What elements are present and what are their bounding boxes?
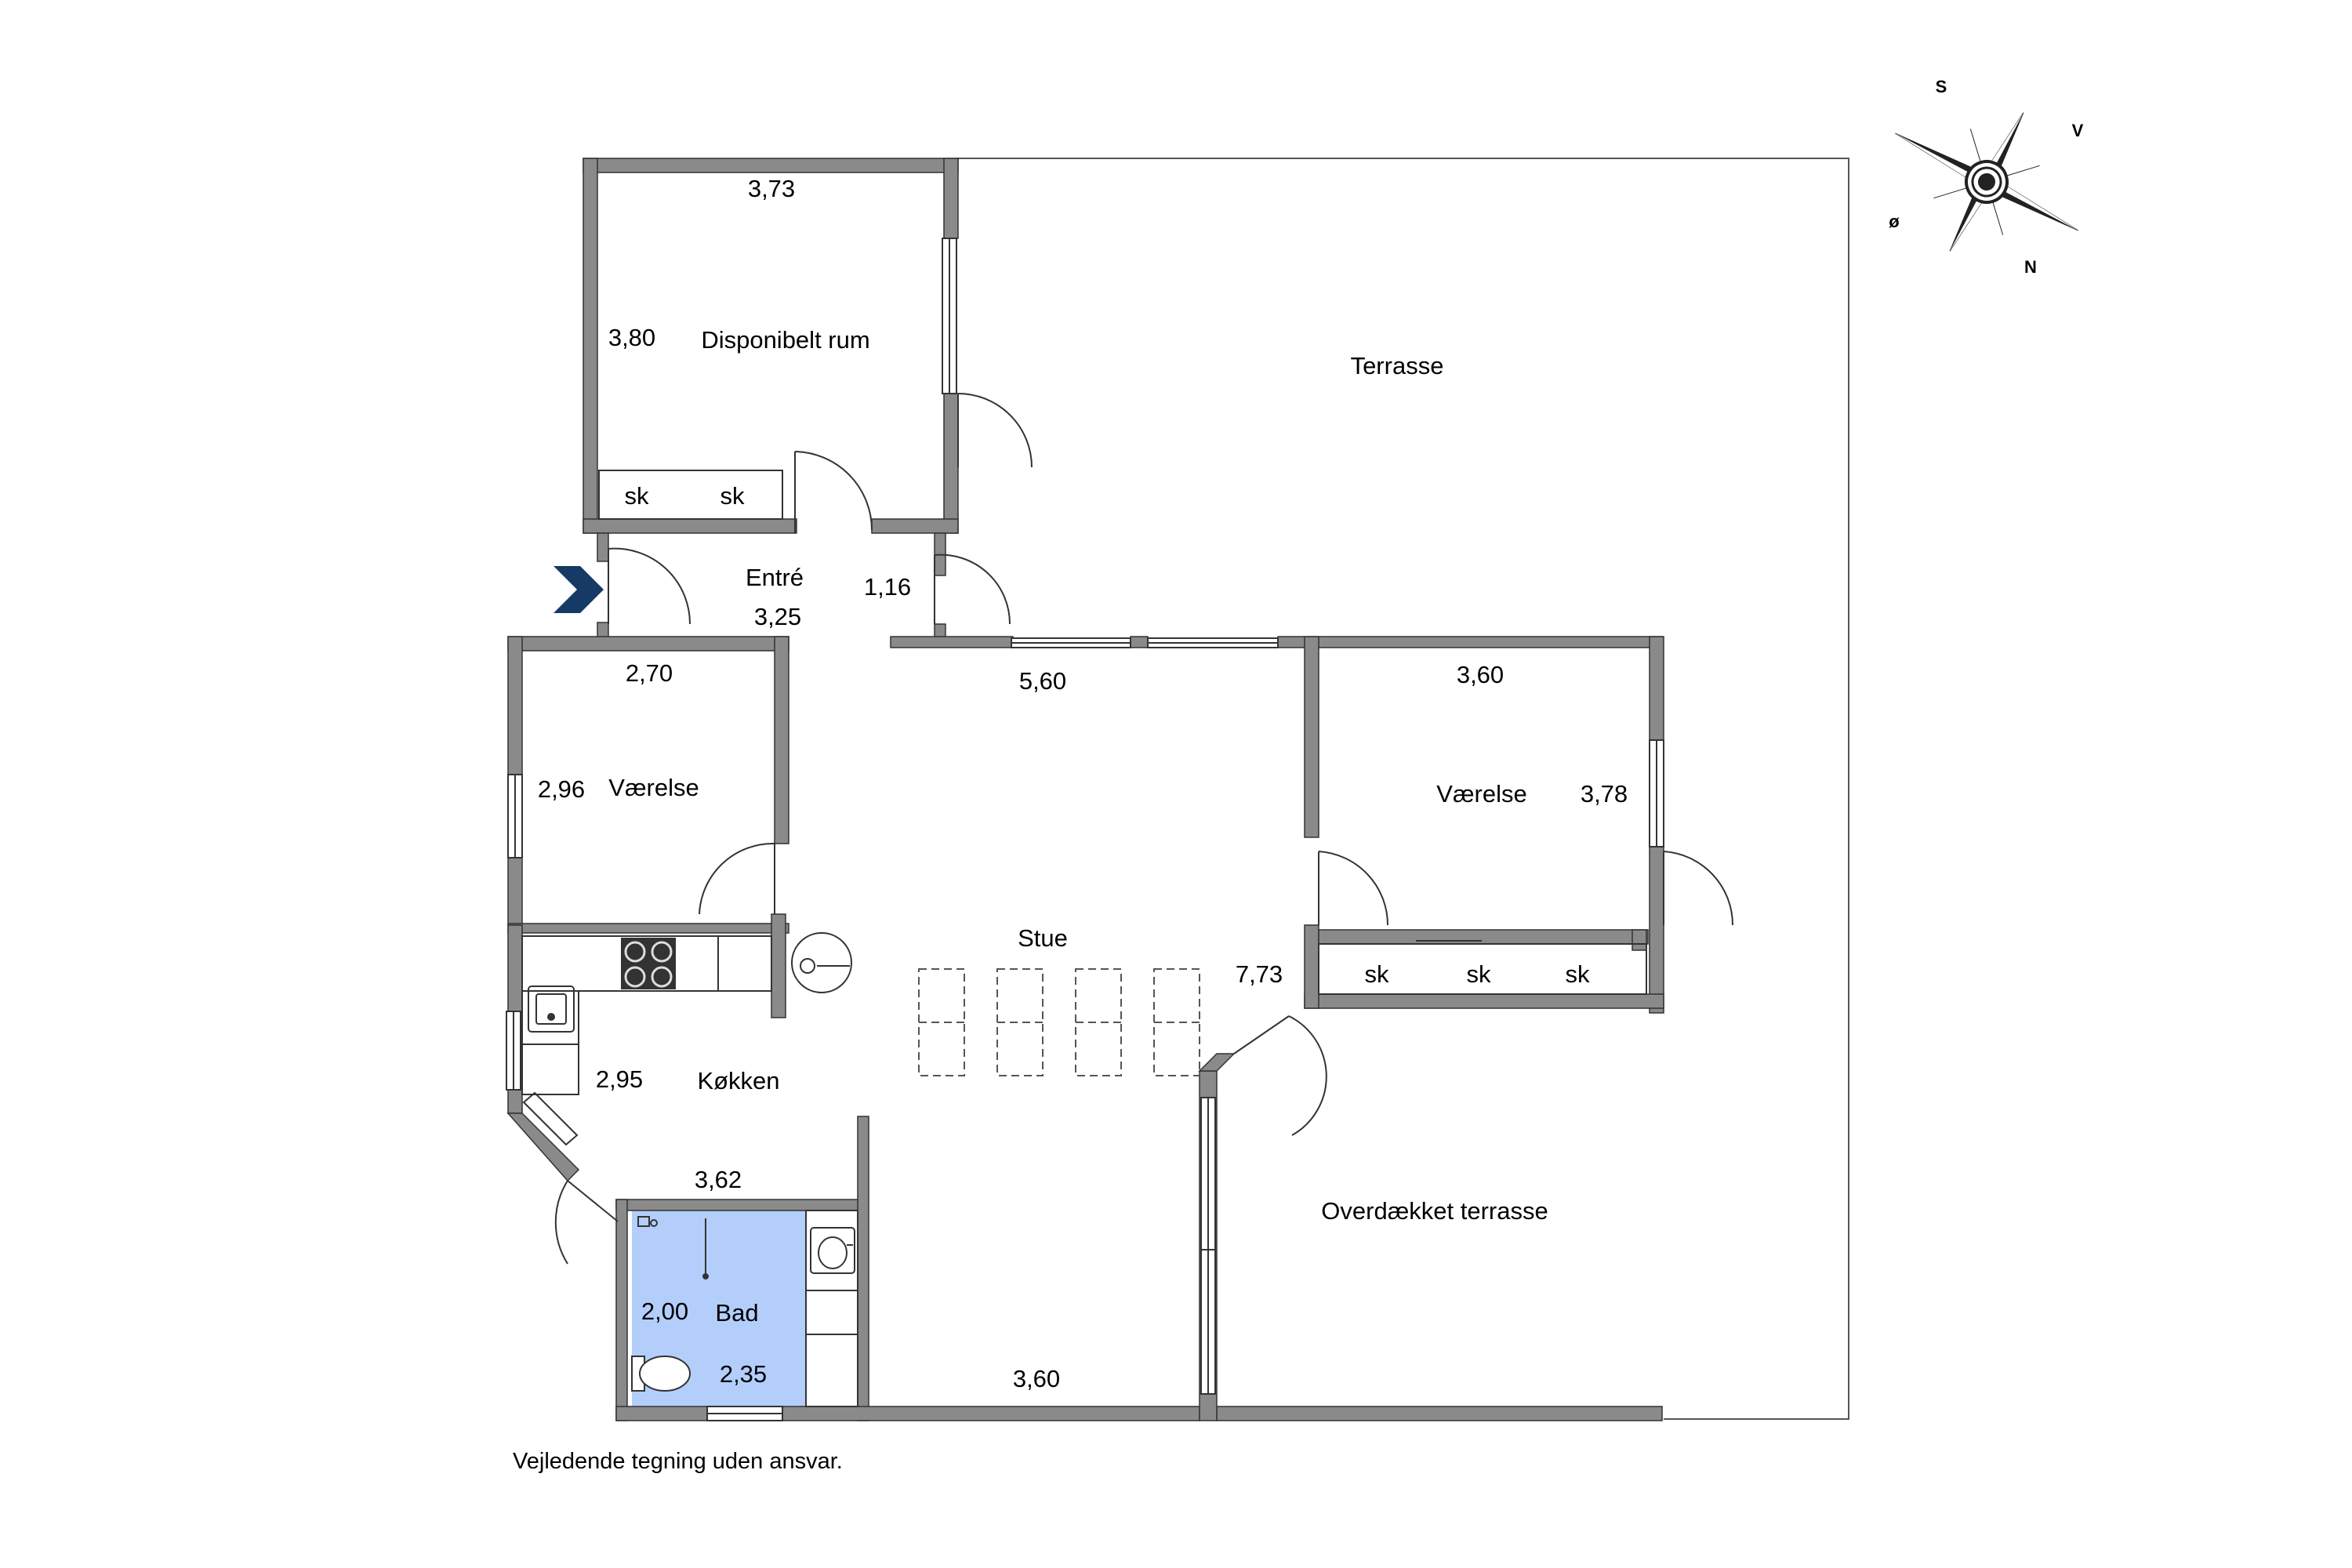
- dim-vaerelse-right-depth: 3,78: [1581, 780, 1628, 808]
- dim-stue-width-top: 5,60: [1019, 667, 1066, 695]
- dim-vaerelse-left-depth: 2,96: [538, 775, 585, 803]
- closet-label: sk: [720, 482, 746, 510]
- dim-entre-b: 1,16: [864, 573, 911, 601]
- dim-entre-a: 3,25: [754, 603, 801, 630]
- room-label-vaerelse-right: Værelse: [1436, 780, 1526, 808]
- dim-disponibelt-width: 3,73: [748, 175, 795, 202]
- dim-bad-depth: 2,00: [641, 1298, 688, 1325]
- compass-label-n: N: [2024, 257, 2037, 277]
- toilet-icon: [631, 1356, 691, 1392]
- room-label-disponibelt: Disponibelt rum: [701, 326, 869, 354]
- room-label-vaerelse-left: Værelse: [608, 774, 699, 801]
- closet-label: sk: [625, 482, 650, 510]
- kitchen-counter: [521, 935, 772, 1095]
- dim-koekken-depth: 2,95: [596, 1065, 643, 1093]
- fridge-icon: [791, 932, 852, 993]
- dim-stue-width-bottom: 3,60: [1013, 1365, 1060, 1392]
- compass-rose-icon: [1895, 112, 2078, 252]
- room-label-bad: Bad: [715, 1299, 758, 1327]
- shower-icon: [637, 1216, 709, 1279]
- entrance-arrow-icon: [554, 566, 604, 613]
- disclaimer-text: Vejledende tegning uden ansvar.: [513, 1449, 843, 1474]
- dim-koekken-width: 3,62: [695, 1166, 742, 1193]
- windows: [506, 238, 1664, 1421]
- room-label-overdaekket: Overdækket terrasse: [1321, 1197, 1548, 1225]
- closet-label: sk: [1566, 960, 1591, 988]
- dim-stue-depth: 7,73: [1236, 960, 1283, 988]
- room-label-stue: Stue: [1018, 924, 1068, 952]
- kitchen-sink-icon: [528, 985, 575, 1033]
- compass-label-oe: ø: [1889, 212, 1900, 231]
- dim-vaerelse-right-width: 3,60: [1457, 661, 1504, 688]
- dim-disponibelt-depth: 3,80: [608, 324, 655, 351]
- room-label-entre: Entré: [746, 564, 804, 591]
- terrace-outline: [956, 158, 1849, 1420]
- compass-label-s: S: [1936, 77, 1947, 96]
- dim-bad-width: 2,35: [720, 1360, 767, 1388]
- stove-icon: [621, 938, 676, 989]
- room-label-koekken: Køkken: [697, 1067, 779, 1094]
- room-label-terrasse: Terrasse: [1351, 352, 1444, 379]
- compass-label-v: V: [2072, 121, 2084, 140]
- doors: [554, 393, 1734, 1265]
- closet-label: sk: [1365, 960, 1390, 988]
- washbasin-icon: [810, 1227, 855, 1274]
- closet-label: sk: [1467, 960, 1492, 988]
- bathroom-fixtures: [805, 1210, 858, 1407]
- storage-closet-disponibelt: [598, 470, 783, 520]
- dining-table: [918, 968, 1200, 1076]
- dim-vaerelse-left-width: 2,70: [626, 659, 673, 687]
- storage-closet-vaerelse: [1318, 940, 1647, 995]
